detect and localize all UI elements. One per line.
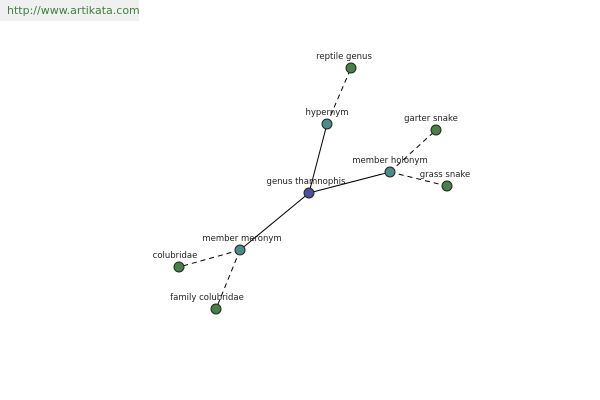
nodes-layer xyxy=(173,62,453,315)
label-genus-thamnophis: genus thamnophis xyxy=(267,177,346,187)
edge-member-meronym-to-family-colubridae xyxy=(215,249,241,310)
label-grass-snake: grass snake xyxy=(420,170,471,180)
node-family-colubridae[interactable] xyxy=(210,303,222,315)
edges-layer xyxy=(178,67,448,310)
edge-member-holonym-to-grass-snake xyxy=(389,171,448,187)
edge-member-meronym-to-colubridae xyxy=(178,249,241,268)
node-colubridae[interactable] xyxy=(173,261,185,273)
edge-genus-thamnophis-to-hypernym xyxy=(308,123,328,194)
label-member-meronym: member meronym xyxy=(202,234,281,244)
label-colubridae: colubridae xyxy=(153,251,198,261)
label-member-holonym: member holonym xyxy=(352,156,427,166)
edge-genus-thamnophis-to-member-meronym xyxy=(239,192,310,251)
labels-layer: genus thamnophis hypernym reptile genus mem… xyxy=(153,52,471,303)
node-hypernym[interactable] xyxy=(321,118,333,130)
node-member-meronym[interactable] xyxy=(234,244,246,256)
label-family-colubridae: family colubridae xyxy=(170,293,244,303)
edge-hypernym-to-reptile-genus xyxy=(326,67,352,125)
node-member-holonym[interactable] xyxy=(384,166,396,178)
node-genus-thamnophis[interactable] xyxy=(303,187,315,199)
node-grass-snake[interactable] xyxy=(441,180,453,192)
edge-member-holonym-to-garter-snake xyxy=(389,129,437,173)
label-hypernym: hypernym xyxy=(305,108,348,118)
node-reptile-genus[interactable] xyxy=(345,62,357,74)
edge-genus-thamnophis-to-member-holonym xyxy=(308,171,391,194)
source-link[interactable]: http://www.artikata.com xyxy=(0,0,139,21)
label-reptile-genus: reptile genus xyxy=(316,52,372,62)
node-garter-snake[interactable] xyxy=(430,124,442,136)
label-garter-snake: garter snake xyxy=(404,114,458,124)
